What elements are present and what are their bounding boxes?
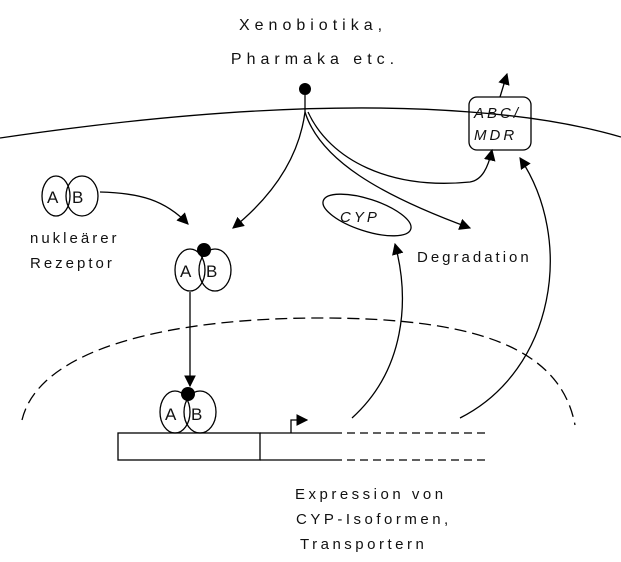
arrow-to-transporter	[307, 111, 496, 184]
arrow-to-degradation	[304, 111, 472, 230]
dna-complex-label-a: A	[165, 405, 177, 424]
arrow-receptor-binding	[99, 191, 189, 225]
degradation-label: Degradation	[417, 249, 532, 266]
complex-subunit-b	[198, 248, 232, 292]
xenobiotic-ligand	[299, 83, 311, 95]
dna-bound-complex: A B	[159, 387, 217, 434]
dna-complex-label-b: B	[191, 405, 202, 424]
receptor-subunit-b	[65, 175, 99, 217]
receptor-label-b: B	[72, 188, 83, 207]
cell-membrane	[0, 107, 621, 139]
expression-caption-line-3: Transportern	[300, 536, 427, 553]
receptor-label-a: A	[47, 188, 59, 207]
expression-caption-line-2: CYP-Isoformen,	[296, 511, 452, 528]
complex-subunit-a	[174, 248, 206, 292]
complex-label-a: A	[180, 262, 192, 281]
nuclear-membrane	[21, 317, 576, 426]
receptor-subunit-a	[41, 175, 71, 217]
receptor-caption-line-2: Rezeptor	[30, 255, 115, 272]
cyp-enzyme	[322, 193, 412, 237]
promoter-element	[117, 432, 261, 461]
transcription-start-arrow	[290, 414, 309, 433]
arrow-to-receptor	[232, 111, 306, 229]
expression-caption-line-1: Expression von	[295, 486, 447, 503]
complex-label-b: B	[206, 262, 217, 281]
complex-ligand	[197, 243, 211, 257]
ligand-receptor-complex: A B	[174, 243, 232, 292]
receptor-caption-line-1: nukleärer	[30, 230, 120, 247]
title-line-1: Xenobiotika,	[239, 17, 387, 34]
arrow-expression-to-transporter	[459, 157, 551, 419]
title-line-2: Pharmaka etc.	[231, 51, 399, 68]
dna-complex-ligand	[181, 387, 195, 401]
arrow-expression-to-cyp	[351, 242, 404, 419]
transporter-label-line-2: MDR	[474, 127, 517, 144]
transporter-label-line-1: ABC/	[473, 105, 521, 122]
free-receptor-ab: A B	[41, 175, 99, 217]
cyp-label: CYP	[340, 209, 380, 226]
efflux-arrow	[498, 72, 510, 98]
